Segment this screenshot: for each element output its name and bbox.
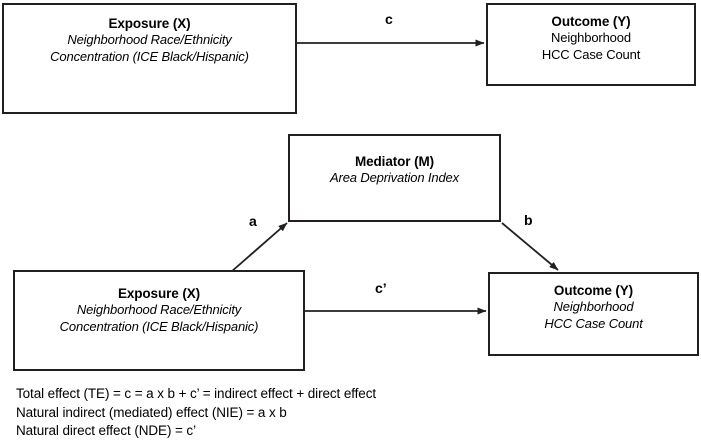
node-title: Outcome (Y) [551,14,631,29]
arrow-a [230,222,288,273]
path-label-c-prime: c’ [375,280,387,296]
node-outcome-top: Outcome (Y) Neighborhood HCC Case Count [486,3,696,86]
node-subtitle-line-1: Neighborhood [551,30,631,45]
node-title: Exposure (X) [108,16,191,31]
path-label-c: c [385,11,393,27]
node-subtitle-line-2: Concentration (ICE Black/Hispanic) [59,318,259,334]
path-label-b: b [524,212,533,228]
node-subtitle-line-2: HCC Case Count [541,46,641,62]
node-subtitle-line-2: Concentration (ICE Black/Hispanic) [50,48,249,64]
node-title: Exposure (X) [117,286,201,301]
node-exposure-top: Exposure (X) Neighborhood Race/Ethnicity… [2,3,297,114]
node-subtitle-line-1: Area Deprivation Index [330,170,459,185]
node-exposure-bottom: Exposure (X) Neighborhood Race/Ethnicity… [13,270,305,371]
node-title: Outcome (Y) [553,283,634,298]
node-mediator: Mediator (M) Area Deprivation Index [288,134,501,222]
node-title: Mediator (M) [354,154,435,169]
node-subtitle-line-1: Neighborhood Race/Ethnicity [67,32,232,47]
path-label-a: a [249,213,257,229]
arrow-b [501,222,559,271]
node-outcome-bottom: Outcome (Y) Neighborhood HCC Case Count [488,272,699,356]
equation-natural-indirect-effect: Natural indirect (mediated) effect (NIE)… [16,404,287,420]
equation-natural-direct-effect: Natural direct effect (NDE) = c’ [16,423,196,438]
equation-total-effect: Total effect (TE) = c = a x b + c’ = ind… [16,386,377,401]
node-subtitle-line-1: Neighborhood [553,299,634,314]
equation-block: Total effect (TE) = c = a x b + c’ = ind… [16,385,686,441]
node-subtitle-line-2: HCC Case Count [544,315,643,331]
node-subtitle-line-1: Neighborhood Race/Ethnicity [76,302,242,317]
